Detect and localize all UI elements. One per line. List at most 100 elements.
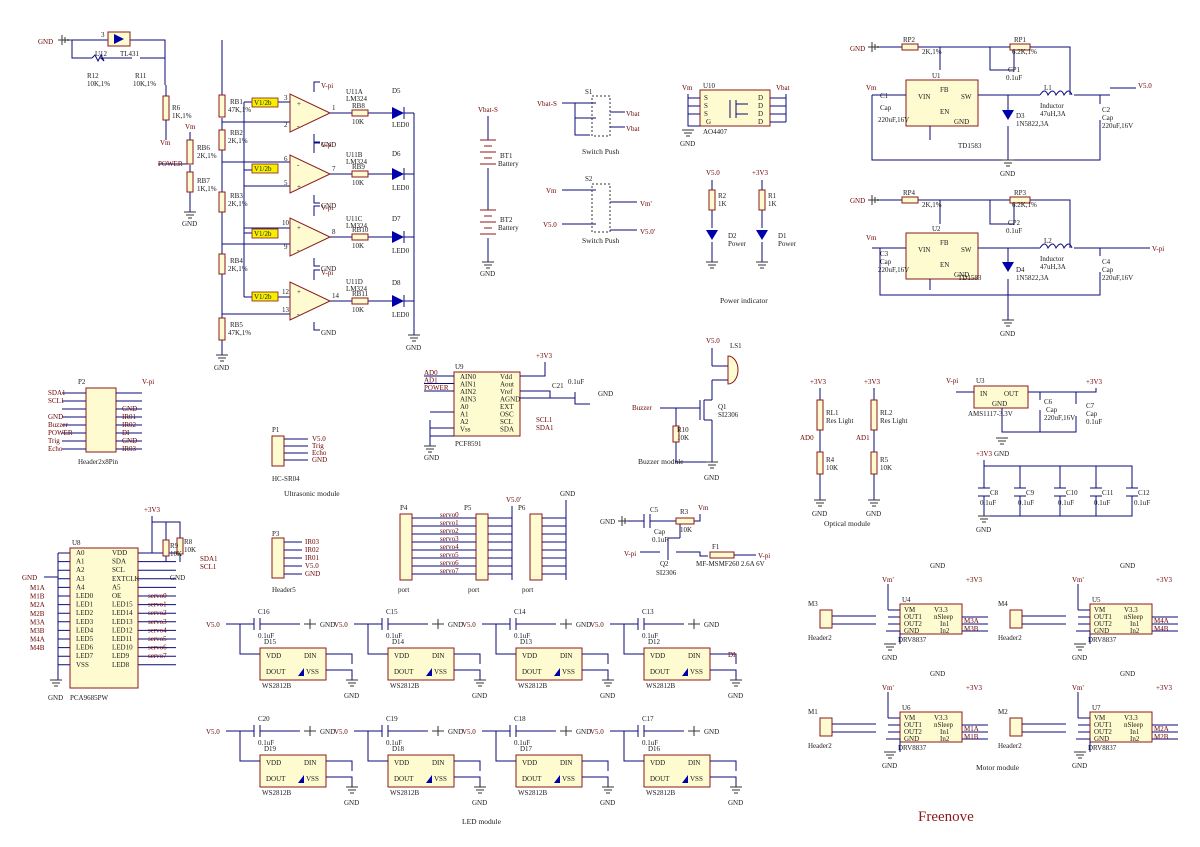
svg-text:5: 5 bbox=[284, 179, 288, 187]
power-indicator-caption: Power indicator bbox=[720, 296, 768, 305]
drv-vm-u6: VM bbox=[904, 714, 916, 722]
c9-label: C9 bbox=[1026, 489, 1035, 497]
vbat-s-label: Vbat-S bbox=[478, 106, 498, 114]
u3-label: U3 bbox=[976, 377, 985, 385]
tl431-label: TL431 bbox=[120, 50, 140, 58]
ws-body-d18 bbox=[387, 754, 455, 788]
p3-pin-1: IR02 bbox=[305, 546, 320, 554]
vpi-c: V-pi bbox=[321, 204, 333, 212]
c10-value: 0.1uF bbox=[1058, 499, 1074, 507]
u10-d1: D bbox=[758, 94, 763, 102]
rl1-label: RL1 bbox=[826, 409, 839, 417]
s1-in-label: Vbat-S bbox=[537, 100, 557, 108]
p6-value: port bbox=[522, 586, 533, 594]
p3-label: P3 bbox=[272, 530, 280, 538]
u8-motor-1: M1B bbox=[30, 593, 45, 601]
u8-left-0: A0 bbox=[76, 549, 85, 557]
u9-value: PCF8591 bbox=[455, 440, 482, 448]
rb11-value: 10K bbox=[352, 306, 364, 314]
motor-label-m3: M3 bbox=[808, 600, 818, 608]
p1-pin-0: V5.0 bbox=[312, 435, 326, 443]
ws-vss-d16: VSS bbox=[690, 775, 703, 783]
power-switches: Vbat-S S1 Vbat Vbat Switch Push Vm V5.0 … bbox=[537, 88, 655, 245]
q2-value: SI2306 bbox=[656, 569, 677, 577]
ws-gnd-d13: GND bbox=[600, 692, 615, 700]
r1-value: 1K bbox=[768, 200, 777, 208]
q2-label: Q2 bbox=[660, 560, 669, 568]
cp2-value: 0.1uF bbox=[1006, 227, 1022, 235]
lm324-b: LM324 bbox=[346, 158, 368, 166]
u8-right-10: LED11 bbox=[112, 635, 133, 643]
motor-label-m1: M1 bbox=[808, 708, 818, 716]
drv-value-u5: DRV8837 bbox=[1088, 636, 1117, 644]
rb6-value: 2K,1% bbox=[197, 152, 217, 160]
servo-ports: P4 P5 P6 V5.0' GND servo0servo1servo2ser… bbox=[398, 490, 575, 594]
c3-label: C3 bbox=[880, 250, 889, 258]
cap-c14: C14 bbox=[514, 608, 526, 616]
u8-servo-2: servo2 bbox=[148, 609, 167, 617]
cap-gnd-d13: GND bbox=[576, 621, 591, 629]
u8-v3v3: +3V3 bbox=[144, 506, 161, 514]
vm-label: Vm bbox=[160, 139, 171, 147]
servo-net-2: servo2 bbox=[440, 527, 459, 535]
rb1-value: 47K,1% bbox=[228, 106, 251, 114]
r1-label: R1 bbox=[768, 192, 777, 200]
u8-servo-5: servo5 bbox=[148, 635, 167, 643]
bz-gnd: GND bbox=[704, 474, 719, 482]
led-v50-d12: V5.0 bbox=[590, 621, 604, 629]
s1-out1: Vbat bbox=[626, 110, 640, 118]
motor-label-m2: M2 bbox=[998, 708, 1008, 716]
drv-v33-u6: V3.3 bbox=[934, 714, 948, 722]
rb6-label: RB6 bbox=[197, 144, 210, 152]
cap-c16: C16 bbox=[258, 608, 270, 616]
u11d-label: U11D bbox=[346, 278, 363, 286]
drv-body-u6 bbox=[899, 711, 963, 743]
u9-left-1: AIN1 bbox=[460, 381, 476, 389]
c1-label: C1 bbox=[880, 92, 889, 100]
rb10-value: 10K bbox=[352, 242, 364, 250]
p2-left-6: Trig bbox=[48, 437, 60, 445]
svg-text:+: + bbox=[297, 100, 301, 108]
lm324-d: LM324 bbox=[346, 285, 368, 293]
rb4-label: RB4 bbox=[230, 257, 243, 265]
p3-pin-0: IR03 bbox=[305, 538, 320, 546]
u8-left-10: LED5 bbox=[76, 635, 94, 643]
u1-out: V5.0 bbox=[1138, 82, 1152, 90]
drv-out2-u4: OUT2 bbox=[904, 620, 922, 628]
f1-out: V-pi bbox=[758, 552, 770, 560]
ws-body-d13 bbox=[515, 647, 583, 681]
drv-in2-u7: In2 bbox=[1130, 735, 1140, 743]
u2-vm: Vm bbox=[866, 234, 877, 242]
rp2-value: 2K,1% bbox=[922, 48, 942, 56]
ws-dout-d14: DOUT bbox=[394, 668, 414, 676]
q1-value: SI2306 bbox=[718, 411, 739, 419]
cap-c17: C17 bbox=[642, 715, 654, 723]
u8-left-7: LED2 bbox=[76, 609, 94, 617]
l2-value: Inductor bbox=[1040, 255, 1064, 263]
ws-vdd-d12: VDD bbox=[650, 652, 665, 660]
ws-label-d14: D14 bbox=[392, 638, 405, 646]
ws-vss-d13: VSS bbox=[562, 668, 575, 676]
u10-vm: Vm bbox=[682, 84, 693, 92]
drv-v3v3-net-u7: +3V3 bbox=[1156, 684, 1173, 692]
c2-label: C2 bbox=[1102, 106, 1111, 114]
cap-gnd-d17: GND bbox=[576, 728, 591, 736]
rb10-label: RB10 bbox=[352, 226, 369, 234]
s2-out1: Vm' bbox=[640, 200, 652, 208]
buck-converters: GND RP2 2K,1% RP1 6.2K,1% CP1 0.1uF U1 V… bbox=[850, 36, 1164, 338]
r12-label: R12 bbox=[87, 72, 99, 80]
ws-vdd-d16: VDD bbox=[650, 759, 665, 767]
p2-right-2: GND bbox=[122, 405, 137, 413]
u2-fb: FB bbox=[940, 239, 949, 247]
u8-right-4: A5 bbox=[112, 583, 121, 591]
ws-label-d12: D12 bbox=[648, 638, 661, 646]
capv-c14: 0.1uF bbox=[514, 632, 530, 640]
cap-c19: C19 bbox=[386, 715, 398, 723]
drv-in1-u6: In1 bbox=[940, 728, 950, 736]
v12b-flag-2: V1/2b bbox=[254, 165, 272, 173]
motor-header-m1 bbox=[819, 717, 833, 737]
